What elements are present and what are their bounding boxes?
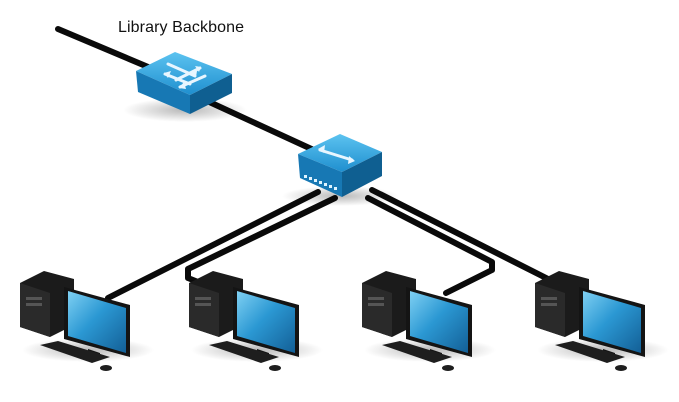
workstation-icon-4	[535, 271, 669, 371]
cables	[55, 26, 559, 301]
workstation-icon-1	[20, 271, 154, 371]
cable-switch-pc2	[185, 195, 338, 285]
backbone-label: Library Backbone	[118, 19, 245, 36]
switch-icon	[282, 134, 398, 206]
cable-switch-pc1	[105, 189, 321, 301]
workstation-icon-2	[189, 271, 323, 371]
cable-switch-pc4	[369, 187, 559, 286]
switch-ports	[304, 175, 337, 190]
cable-switch-pc3	[365, 195, 495, 296]
backbone-cable	[55, 26, 163, 75]
workstation-icon-3	[362, 271, 496, 371]
router-icon	[123, 52, 247, 122]
